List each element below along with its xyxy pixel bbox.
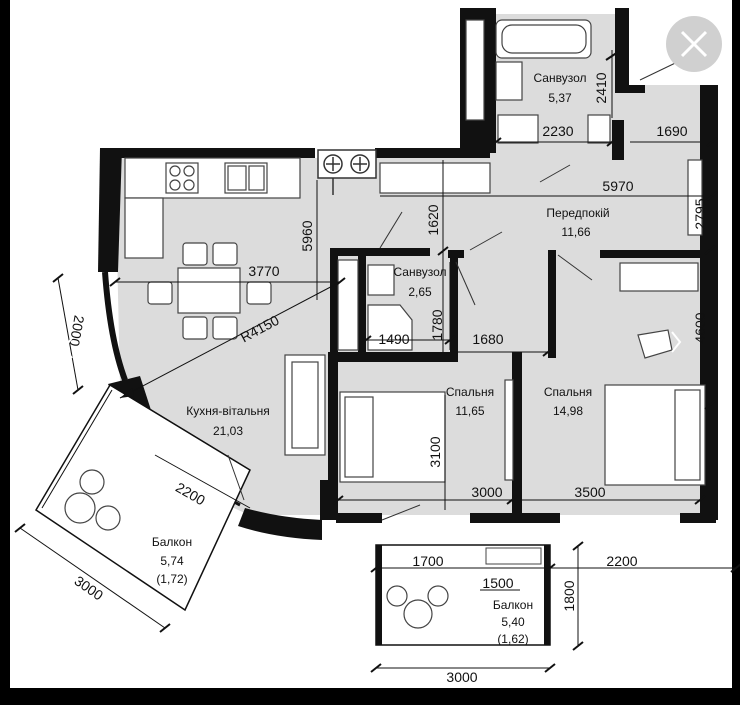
bedroom-1-bed bbox=[339, 379, 514, 483]
dim-5960: 5960 bbox=[299, 220, 315, 251]
dim-1780: 1780 bbox=[429, 309, 445, 340]
room-name-bath1: Санвузол bbox=[534, 71, 587, 85]
dimension-lines bbox=[19, 50, 736, 669]
dimension-ticks bbox=[14, 51, 740, 673]
dim-1800: 1800 bbox=[561, 580, 577, 611]
kitchen-counter bbox=[124, 157, 301, 259]
room-area-bed2: 14,98 bbox=[553, 404, 583, 418]
dim-2200-right: 2200 bbox=[606, 553, 637, 569]
window-curve bbox=[102, 271, 128, 382]
boiler-units bbox=[317, 149, 377, 195]
room-name-balcony2: Балкон bbox=[493, 598, 533, 612]
dim-3100: 3100 bbox=[427, 436, 443, 467]
room-area-hall: 11,66 bbox=[561, 225, 590, 239]
dim-2230: 2230 bbox=[542, 123, 573, 139]
chevron-right-icon[interactable] bbox=[671, 331, 682, 353]
room-name-hall: Передпокій bbox=[546, 206, 609, 220]
dim-5970: 5970 bbox=[602, 178, 633, 194]
dim-1500: 1500 bbox=[482, 575, 513, 591]
dim-2795: 2795 bbox=[692, 198, 708, 229]
bath2-fixtures bbox=[337, 259, 413, 351]
room-area2-balcony2: (1,62) bbox=[497, 632, 528, 646]
room-name-bed2: Спальня bbox=[544, 385, 592, 399]
balcony-1 bbox=[34, 383, 251, 612]
bath1-fixtures bbox=[465, 19, 611, 144]
room-name-kitchen: Кухня-вітальня bbox=[186, 404, 270, 418]
close-button[interactable] bbox=[666, 16, 722, 72]
dim-1690: 1690 bbox=[656, 123, 687, 139]
dim-1680: 1680 bbox=[472, 331, 503, 347]
room-area2-balcony1: (1,72) bbox=[156, 572, 187, 586]
room-name-bath2: Санвузол bbox=[394, 265, 447, 279]
room-name-balcony1: Балкон bbox=[152, 535, 192, 549]
room-area-bath2: 2,65 bbox=[408, 285, 432, 299]
room-area-kitchen: 21,03 bbox=[213, 424, 243, 438]
dim-3000-bed1: 3000 bbox=[471, 484, 502, 500]
dim-1490: 1490 bbox=[378, 331, 409, 347]
room-area-bed1: 11,65 bbox=[455, 404, 484, 418]
wardrobe bbox=[379, 159, 703, 236]
room-area-balcony1: 5,74 bbox=[160, 554, 184, 568]
dim-3500: 3500 bbox=[574, 484, 605, 500]
room-name-bed1: Спальня bbox=[446, 385, 494, 399]
dim-1700: 1700 bbox=[412, 553, 443, 569]
dim-3770: 3770 bbox=[248, 263, 279, 279]
chevron-left-icon[interactable] bbox=[62, 337, 73, 359]
bedroom-2-bed bbox=[604, 262, 706, 486]
dim-3000-bottom: 3000 bbox=[446, 669, 477, 685]
doors bbox=[227, 54, 693, 521]
dining-set bbox=[147, 242, 272, 340]
room-area-balcony2: 5,40 bbox=[501, 615, 525, 629]
radius-arrow bbox=[120, 388, 134, 398]
dim-1620: 1620 bbox=[425, 204, 441, 235]
room-area-bath1: 5,37 bbox=[548, 91, 572, 105]
dim-4600: 4600 bbox=[692, 312, 708, 343]
dim-2410: 2410 bbox=[593, 72, 609, 103]
balcony-2 bbox=[375, 544, 551, 646]
sofa bbox=[284, 354, 326, 456]
